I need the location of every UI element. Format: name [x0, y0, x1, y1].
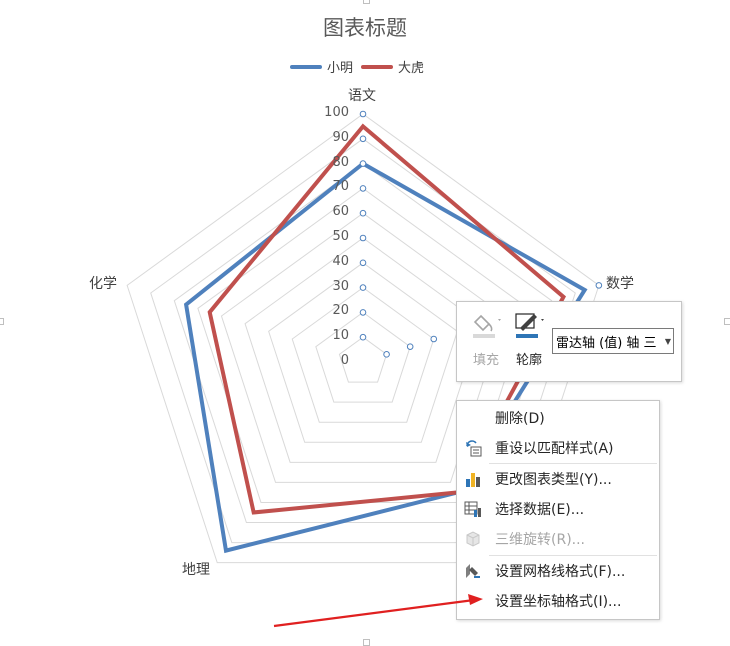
menu-item-change-chart-type[interactable]: 更改图表类型(Y)... [457, 465, 659, 493]
selection-handle-right[interactable] [724, 318, 730, 325]
fill-label: 填充 [472, 353, 499, 368]
menu-item-3d-rotation-label: 三维旋转(R)... [495, 532, 586, 548]
axis-selection-marker[interactable] [359, 234, 367, 242]
axis-selection-marker[interactable] [359, 309, 367, 316]
menu-separator-2 [489, 555, 657, 556]
outline-button[interactable]: 轮廓 [510, 308, 548, 374]
tick-label-30: 30 [332, 278, 349, 294]
menu-separator-1 [489, 463, 657, 464]
menu-item-reset-style-label: 重设以匹配样式(A) [495, 441, 614, 457]
chart-title[interactable]: 图表标题 [323, 16, 407, 40]
tick-label-50: 50 [332, 229, 349, 244]
tick-label-100: 100 [324, 105, 349, 120]
tick-label-90: 90 [332, 129, 349, 145]
selection-handle-top[interactable] [363, 0, 370, 4]
chart-element-selector-value: 雷达轴 (值) 轴 三 [556, 335, 657, 351]
axis-selection-marker[interactable] [359, 160, 367, 167]
axis-selection-marker[interactable] [406, 343, 414, 350]
menu-item-format-axis[interactable]: 设置坐标轴格式(I)... [457, 587, 659, 615]
selection-handle-bottom[interactable] [363, 639, 370, 646]
gridline-ring-80[interactable] [173, 162, 553, 524]
axis-selection-marker[interactable] [359, 333, 367, 341]
tick-label-10: 10 [332, 328, 349, 344]
legend-swatch-0 [290, 64, 322, 69]
menu-item-select-data-label: 选择数据(E)... [495, 502, 585, 518]
legend-label-1: 大虎 [398, 61, 425, 76]
outline-label: 轮廓 [515, 353, 542, 368]
axis-selection-marker[interactable] [359, 259, 367, 267]
gridline-ring-100[interactable] [126, 113, 600, 564]
tick-label-0: 0 [340, 353, 349, 368]
legend-label-0: 小明 [327, 61, 354, 76]
chart-type-icon [466, 473, 480, 487]
tick-label-40: 40 [332, 253, 349, 269]
chevron-down-icon[interactable]: ▼ [664, 336, 672, 346]
axis-selection-marker[interactable] [430, 335, 438, 343]
axis-selection-marker[interactable] [359, 209, 367, 217]
axis-selection-marker[interactable] [359, 284, 367, 291]
axis-selection-marker[interactable] [359, 185, 367, 192]
menu-item-delete[interactable]: 删除(D) [457, 404, 659, 432]
axis-selection-marker[interactable] [359, 135, 367, 143]
axis-name-yuwen: 语文 [348, 88, 376, 104]
axis-selection-marker[interactable] [383, 351, 390, 358]
tick-label-70: 70 [332, 179, 349, 195]
legend-item-0[interactable]: 小明 [290, 57, 353, 76]
menu-item-reset-style[interactable]: 重设以匹配样式(A) [457, 434, 659, 462]
gridline-ring-90[interactable] [150, 138, 576, 544]
tick-label-80: 80 [332, 154, 349, 170]
series-line-0[interactable] [183, 161, 588, 554]
menu-item-delete-label: 删除(D) [495, 411, 545, 427]
menu-item-3d-rotation: 三维旋转(R)... [457, 525, 659, 553]
select-data-icon [464, 501, 481, 517]
paint-bucket-icon [473, 314, 501, 338]
legend[interactable]: 小明 大虎 [290, 57, 424, 76]
menu-item-format-gridlines[interactable]: 设置网格线格式(F)... [457, 557, 659, 585]
axis-name-shuxue: 数学 [606, 276, 634, 292]
gridline-ring-20[interactable] [315, 311, 411, 403]
gridline-ring-10[interactable] [338, 336, 388, 383]
gridline-format-icon [466, 564, 480, 578]
legend-item-1[interactable]: 大虎 [361, 57, 424, 76]
3d-rotation-icon [466, 531, 480, 547]
gridline-ring-40[interactable] [268, 262, 458, 443]
menu-item-select-data[interactable]: 选择数据(E)... [457, 495, 659, 523]
selection-handle-left[interactable] [0, 318, 4, 325]
gridline-ring-50[interactable] [244, 237, 482, 463]
fill-button[interactable]: 填充 [467, 308, 505, 374]
axis-selection-marker[interactable] [359, 110, 367, 118]
axis-name-huaxue: 化学 [89, 276, 117, 292]
context-menu: 删除(D) 重设以匹配样式(A) 更改图表类型(Y)... 选择数据(E).. [456, 400, 660, 620]
pen-outline-icon [515, 313, 544, 338]
menu-item-format-gridlines-label: 设置网格线格式(F)... [495, 564, 626, 580]
menu-item-change-chart-type-label: 更改图表类型(Y)... [495, 472, 612, 488]
series-line-1[interactable] [207, 123, 567, 515]
reset-style-icon [466, 440, 482, 457]
tick-label-20: 20 [332, 303, 349, 319]
chart-element-selector[interactable]: 雷达轴 (值) 轴 三 ▼ [552, 328, 674, 354]
gridline-ring-60[interactable] [220, 212, 506, 483]
axis-selection-marker[interactable] [595, 282, 603, 289]
gridline-ring-30[interactable] [291, 286, 435, 423]
menu-item-format-axis-label: 设置坐标轴格式(I)... [495, 594, 622, 610]
tick-label-60: 60 [332, 204, 349, 220]
mini-toolbar: 填充 轮廓 雷达轴 (值) 轴 三 ▼ [456, 301, 682, 382]
axis-name-dili: 地理 [182, 562, 210, 578]
legend-swatch-1 [361, 64, 394, 69]
